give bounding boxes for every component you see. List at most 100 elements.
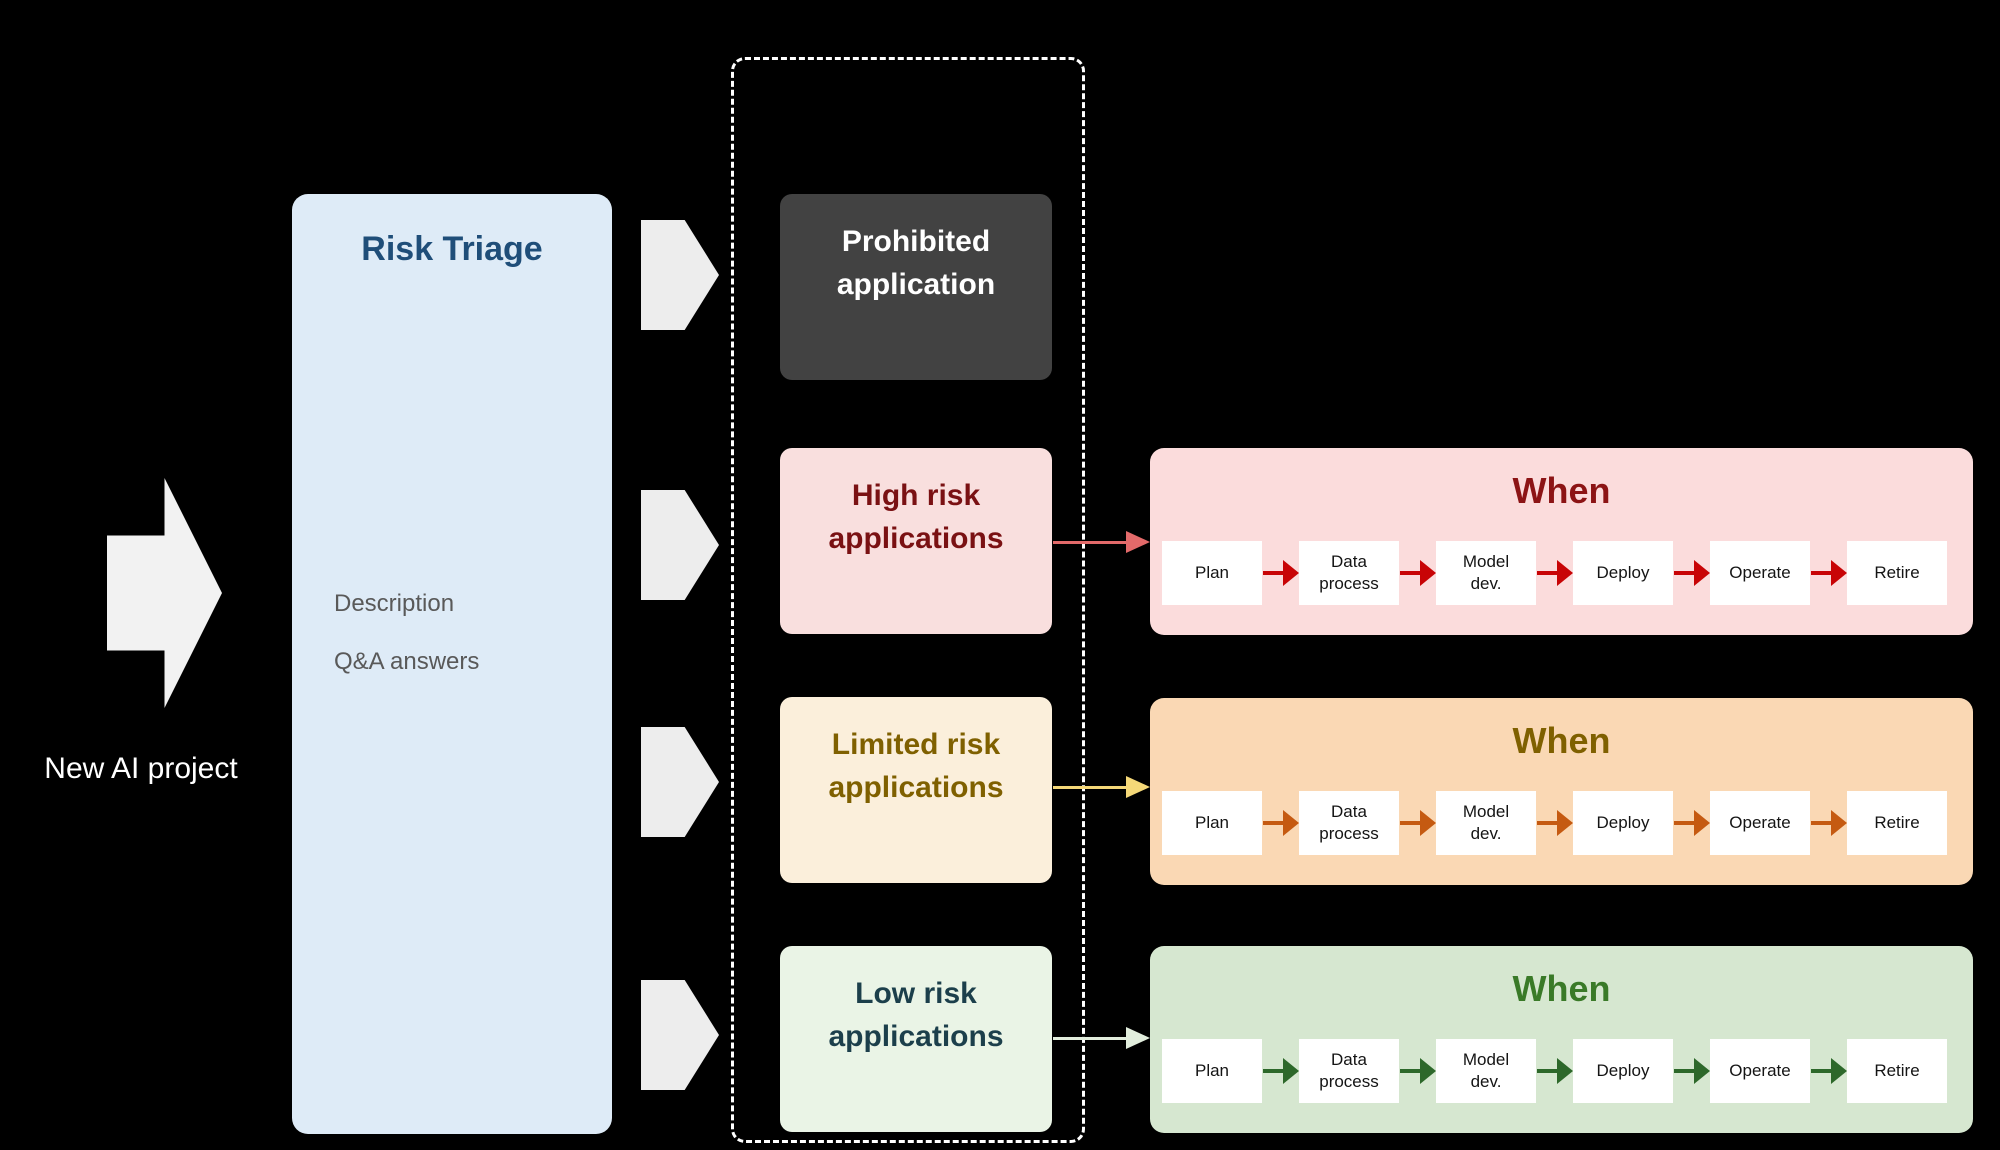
stage-arrow-icon xyxy=(1536,1058,1573,1084)
connector-arrowhead-icon xyxy=(1126,1027,1150,1049)
stage-arrow-icon xyxy=(1399,560,1436,586)
risk-triage-box: Risk Triage Description Q&A answers xyxy=(292,194,612,1134)
category-label: Limited risk applications xyxy=(828,727,1004,805)
stage-arrowhead-icon xyxy=(1830,1058,1847,1084)
when-panel-title: When xyxy=(1512,720,1611,761)
stage-model: Model dev. xyxy=(1436,791,1536,855)
stage-arrow-icon xyxy=(1262,560,1299,586)
stage-arrow-line xyxy=(1536,1069,1560,1073)
connector-arrowhead-icon xyxy=(1126,776,1150,798)
stage-arrow-icon xyxy=(1673,810,1710,836)
connector-arrow-icon xyxy=(1053,1027,1150,1049)
stage-arrow-icon xyxy=(1536,810,1573,836)
branch-arrow-icon xyxy=(641,490,719,600)
stage-arrowhead-icon xyxy=(1282,1058,1299,1084)
stage-arrow-line xyxy=(1673,1069,1697,1073)
risk-categories-group-outline xyxy=(731,57,1085,1143)
stage-data: Data process xyxy=(1299,541,1399,605)
category-low-risk: Low risk applications xyxy=(780,946,1052,1132)
stage-arrow-line xyxy=(1673,571,1697,575)
stage-retire: Retire xyxy=(1847,541,1947,605)
stage-arrow-icon xyxy=(1536,560,1573,586)
stage-arrow-icon xyxy=(1399,1058,1436,1084)
triage-item-qa-answers: Q&A answers xyxy=(334,648,480,675)
stage-model: Model dev. xyxy=(1436,541,1536,605)
lifecycle-pipeline: Plan Data process Model dev. Deploy Operate R… xyxy=(1162,791,1947,855)
triage-item-description: Description xyxy=(334,590,455,617)
stage-data: Data process xyxy=(1299,791,1399,855)
connector-arrowhead-icon xyxy=(1126,531,1150,553)
stage-arrow-line xyxy=(1262,571,1286,575)
connector-arrow-icon xyxy=(1053,776,1150,798)
stage-arrowhead-icon xyxy=(1693,1058,1710,1084)
stage-operate: Operate xyxy=(1710,791,1810,855)
stage-retire: Retire xyxy=(1847,1039,1947,1103)
when-panel-title: When xyxy=(1512,968,1611,1009)
stage-arrow-icon xyxy=(1262,1058,1299,1084)
risk-triage-title: Risk Triage xyxy=(361,230,543,268)
stage-arrow-line xyxy=(1536,571,1560,575)
stage-arrowhead-icon xyxy=(1419,1058,1436,1084)
stage-arrowhead-icon xyxy=(1282,810,1299,836)
stage-arrow-line xyxy=(1399,821,1423,825)
stage-arrowhead-icon xyxy=(1419,560,1436,586)
stage-deploy: Deploy xyxy=(1573,1039,1673,1103)
connector-line xyxy=(1053,1036,1129,1040)
connector-line xyxy=(1053,540,1129,544)
when-panel-title: When xyxy=(1512,470,1611,511)
stage-arrowhead-icon xyxy=(1693,560,1710,586)
stage-arrowhead-icon xyxy=(1556,1058,1573,1084)
stage-arrow-line xyxy=(1810,571,1834,575)
stage-arrowhead-icon xyxy=(1693,810,1710,836)
stage-arrow-line xyxy=(1399,571,1423,575)
stage-arrowhead-icon xyxy=(1556,560,1573,586)
stage-data: Data process xyxy=(1299,1039,1399,1103)
branch-arrow-icon xyxy=(641,980,719,1090)
stage-arrow-line xyxy=(1536,821,1560,825)
category-label: Low risk applications xyxy=(828,976,1004,1054)
stage-plan: Plan xyxy=(1162,791,1262,855)
stage-plan: Plan xyxy=(1162,541,1262,605)
stage-deploy: Deploy xyxy=(1573,541,1673,605)
category-label: Prohibited application xyxy=(836,224,996,302)
stage-arrow-line xyxy=(1399,1069,1423,1073)
stage-operate: Operate xyxy=(1710,541,1810,605)
branch-arrow-icon xyxy=(641,220,719,330)
stage-arrow-line xyxy=(1810,821,1834,825)
stage-arrow-icon xyxy=(1810,560,1847,586)
stage-operate: Operate xyxy=(1710,1039,1810,1103)
category-limited-risk: Limited risk applications xyxy=(780,697,1052,883)
intake-label: New AI project xyxy=(44,752,238,785)
stage-arrow-icon xyxy=(1399,810,1436,836)
stage-arrow-icon xyxy=(1810,810,1847,836)
stage-deploy: Deploy xyxy=(1573,791,1673,855)
category-prohibited: Prohibited application xyxy=(780,194,1052,380)
stage-arrowhead-icon xyxy=(1830,560,1847,586)
connector-arrow-icon xyxy=(1053,531,1150,553)
stage-arrow-icon xyxy=(1673,560,1710,586)
category-high-risk: High risk applications xyxy=(780,448,1052,634)
stage-arrow-line xyxy=(1673,821,1697,825)
stage-arrowhead-icon xyxy=(1830,810,1847,836)
stage-retire: Retire xyxy=(1847,791,1947,855)
intake-arrow-icon xyxy=(107,478,222,708)
connector-line xyxy=(1053,785,1129,789)
stage-arrow-icon xyxy=(1262,810,1299,836)
stage-arrow-line xyxy=(1262,1069,1286,1073)
stage-arrowhead-icon xyxy=(1282,560,1299,586)
stage-plan: Plan xyxy=(1162,1039,1262,1103)
stage-arrow-icon xyxy=(1673,1058,1710,1084)
category-label: High risk applications xyxy=(828,478,1004,556)
lifecycle-pipeline: Plan Data process Model dev. Deploy Operate R… xyxy=(1162,541,1947,605)
stage-arrow-icon xyxy=(1810,1058,1847,1084)
stage-arrow-line xyxy=(1810,1069,1834,1073)
stage-arrowhead-icon xyxy=(1556,810,1573,836)
branch-arrow-icon xyxy=(641,727,719,837)
stage-arrowhead-icon xyxy=(1419,810,1436,836)
stage-arrow-line xyxy=(1262,821,1286,825)
